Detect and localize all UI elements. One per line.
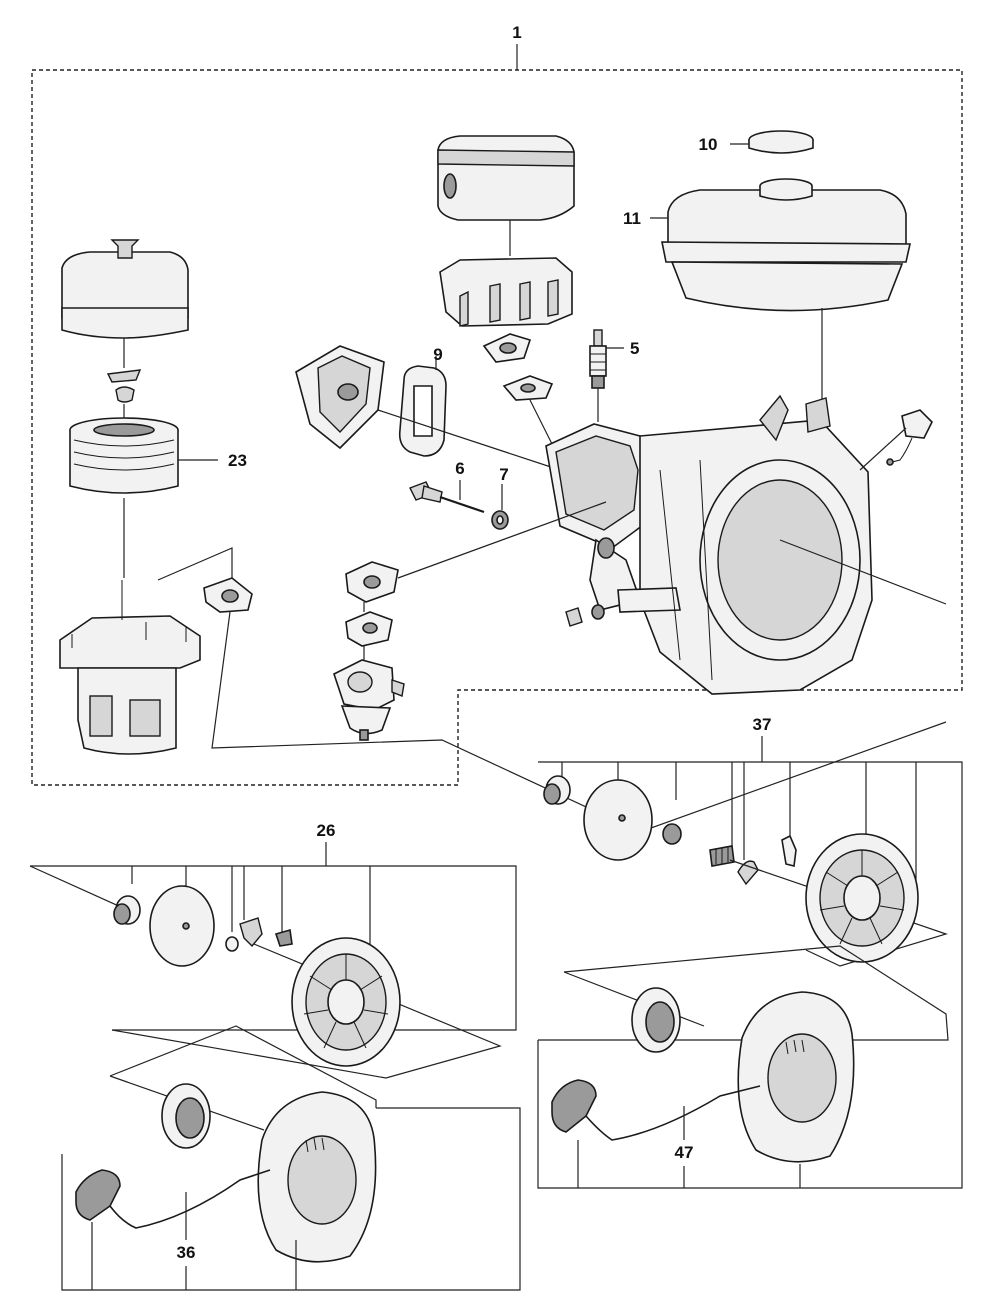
starter-26-fan [291,937,401,1067]
callout-7: 7 [499,465,508,484]
choke-rod [409,481,485,514]
callout-11: 11 [623,209,641,228]
link-26-a [29,865,133,913]
wing-nut [106,369,142,403]
box-36-outline [109,1025,377,1108]
base-bolt [565,604,605,627]
leaders-37-parts [561,762,917,880]
carb-gasket-lower [345,611,393,647]
box-26 [30,865,517,1031]
starter-26-washer [225,936,239,952]
box-36 [61,1107,521,1291]
air-filter-cover [61,239,189,339]
callout-26: 26 [317,821,336,840]
box-47-outline [538,945,949,1041]
starter-26-pin [274,928,293,947]
callout-23: 23 [228,451,247,470]
valve-cover-gasket [398,365,447,457]
leaders-47-parts [577,1140,801,1188]
callout-1: 1 [512,23,521,42]
starter-26-pulley-plate [149,885,215,967]
starter-37-fan [805,833,919,963]
air-filter-base [59,580,201,755]
engine-block [545,394,873,695]
starter-36-cover [257,1091,377,1263]
muffler-heat-shield [437,135,575,221]
starter-37-nut [543,775,571,805]
callout-37: 37 [753,715,772,734]
callout-9: 9 [433,345,442,364]
leader-switch [859,427,907,471]
valve-cover [295,345,385,450]
muffler-body [439,257,573,327]
callout-6: 6 [455,459,464,478]
callout-47: 47 [675,1143,694,1162]
ignition-switch [886,409,933,466]
muffler-gasket-upper [482,333,532,363]
starter-37-washer [662,823,682,845]
assembly-1-boundary [31,69,963,786]
air-filter-element [69,417,179,494]
base-link-line [157,547,233,581]
choke-washer [491,510,509,530]
fuel-tank [661,178,911,312]
fuel-cap [748,130,814,154]
starter-37-pulley-plate [583,779,653,861]
spark-plug [589,329,607,389]
callout-5: 5 [630,339,639,358]
starter-47-handle [551,1079,761,1141]
starter-47-spring-cup [631,987,681,1053]
starter-36-handle [75,1169,271,1229]
link-engine-starter [779,539,947,605]
starter-47-cover [737,991,855,1163]
air-filter-gasket [203,577,253,613]
starter-37-spring [709,845,735,867]
callout-36: 36 [177,1243,196,1262]
link-line-lower [211,611,947,833]
carburettor [333,659,405,741]
link-carb-engine [397,501,607,579]
muffler-gasket-lower [502,375,554,401]
leaders-36-parts [91,1222,297,1290]
leaders-26-parts [131,866,371,948]
link-valve-engine [377,409,561,471]
starter-37-pawl [737,860,759,886]
starter-37-ratchet-pin [781,834,797,867]
starter-36-spring-cup [161,1083,211,1149]
box-37 [537,761,963,1189]
starter-26-nut [113,895,141,925]
callout-10: 10 [699,135,718,154]
starter-26-pawl [239,917,263,948]
carb-gasket-upper [345,561,399,603]
